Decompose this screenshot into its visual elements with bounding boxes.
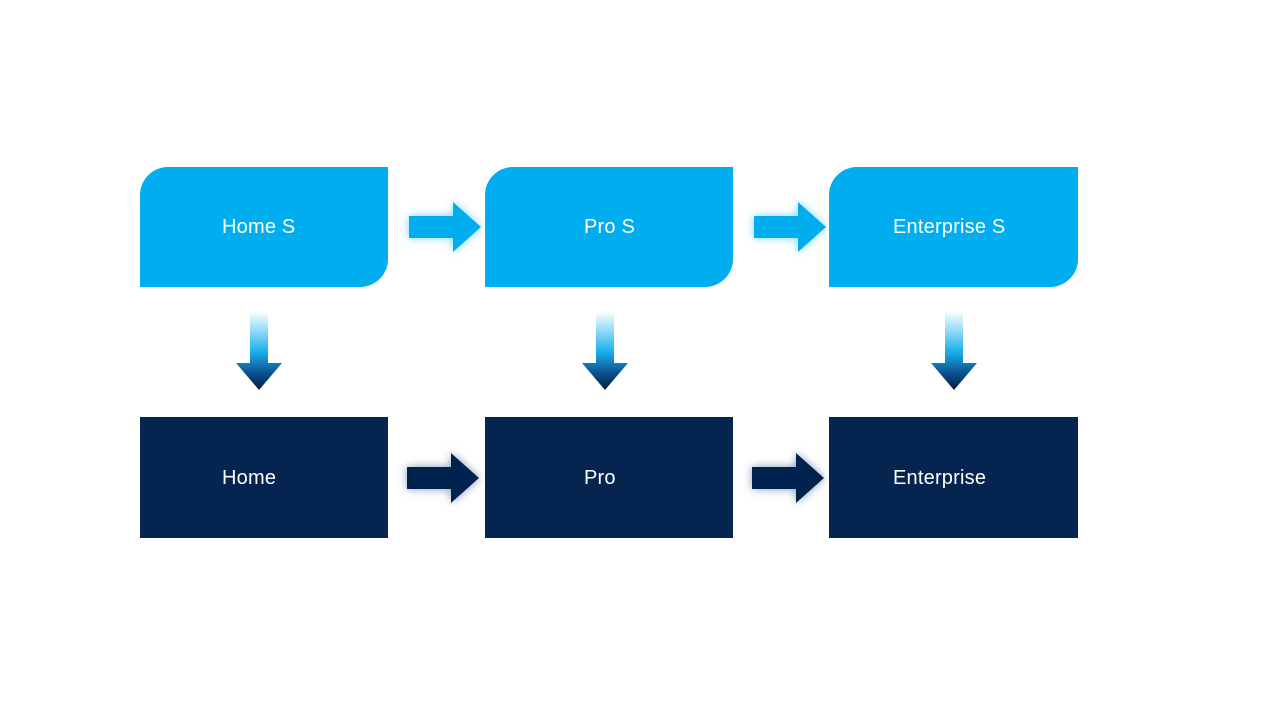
- node-pro-label: Pro: [584, 466, 616, 489]
- node-pro-s-label: Pro S: [584, 216, 636, 238]
- node-enterprise-s[interactable]: Enterprise S: [829, 167, 1078, 287]
- connector-home-s-to-home[interactable]: [233, 311, 285, 391]
- connector-enterprise-s-to-enterprise[interactable]: [928, 311, 980, 391]
- node-enterprise[interactable]: Enterprise: [829, 417, 1078, 538]
- node-enterprise-label: Enterprise: [893, 466, 987, 489]
- node-home[interactable]: Home: [140, 417, 388, 538]
- node-home-s-label: Home S: [222, 216, 296, 238]
- connector-home-s-to-pro-s[interactable]: [405, 198, 485, 256]
- node-home-label: Home: [222, 466, 277, 489]
- node-pro-s[interactable]: Pro S: [485, 167, 733, 287]
- node-pro[interactable]: Pro: [485, 417, 733, 538]
- connector-pro-s-to-pro[interactable]: [579, 311, 631, 391]
- node-home-s[interactable]: Home S: [140, 167, 388, 287]
- connector-pro-s-to-enterprise-s[interactable]: [750, 198, 830, 256]
- connector-home-to-pro[interactable]: [403, 449, 483, 507]
- connector-pro-to-enterprise[interactable]: [748, 449, 828, 507]
- node-enterprise-s-label: Enterprise S: [893, 216, 1006, 238]
